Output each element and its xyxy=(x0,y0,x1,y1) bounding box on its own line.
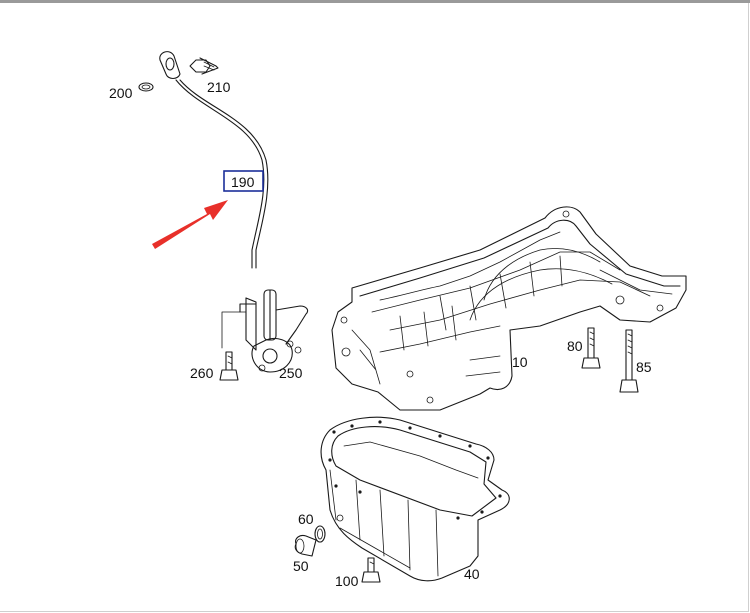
highlight-box-190 xyxy=(223,170,264,192)
label-260: 260 xyxy=(190,365,214,381)
bolt-part-85[interactable] xyxy=(619,329,639,393)
label-60: 60 xyxy=(298,511,314,527)
guide-tube-part-250[interactable] xyxy=(221,289,309,373)
seal-ring-part-60[interactable] xyxy=(314,525,326,543)
red-pointer-arrow-icon xyxy=(152,200,228,249)
label-250: 250 xyxy=(279,365,303,381)
diagram-frame xyxy=(0,3,749,612)
upper-oil-pan-part-10[interactable] xyxy=(331,206,687,411)
label-50: 50 xyxy=(293,558,309,574)
label-80: 80 xyxy=(567,338,583,354)
drain-plug-part-50[interactable] xyxy=(294,534,317,557)
label-200: 200 xyxy=(109,85,133,101)
seal-ring-part-200[interactable] xyxy=(138,82,154,92)
dipstick-part-190[interactable] xyxy=(159,51,269,269)
label-10: 10 xyxy=(512,354,528,370)
bolt-part-260[interactable] xyxy=(219,351,239,381)
top-border xyxy=(0,0,750,3)
lower-oil-pan-part-40[interactable] xyxy=(320,416,510,582)
label-40: 40 xyxy=(464,566,480,582)
bolt-part-80[interactable] xyxy=(581,327,601,369)
label-85: 85 xyxy=(636,359,652,375)
label-210: 210 xyxy=(207,79,231,95)
bolt-part-210[interactable] xyxy=(189,57,219,75)
label-190[interactable]: 190 xyxy=(231,174,255,190)
label-100: 100 xyxy=(335,573,359,589)
bolt-part-100[interactable] xyxy=(361,557,381,583)
